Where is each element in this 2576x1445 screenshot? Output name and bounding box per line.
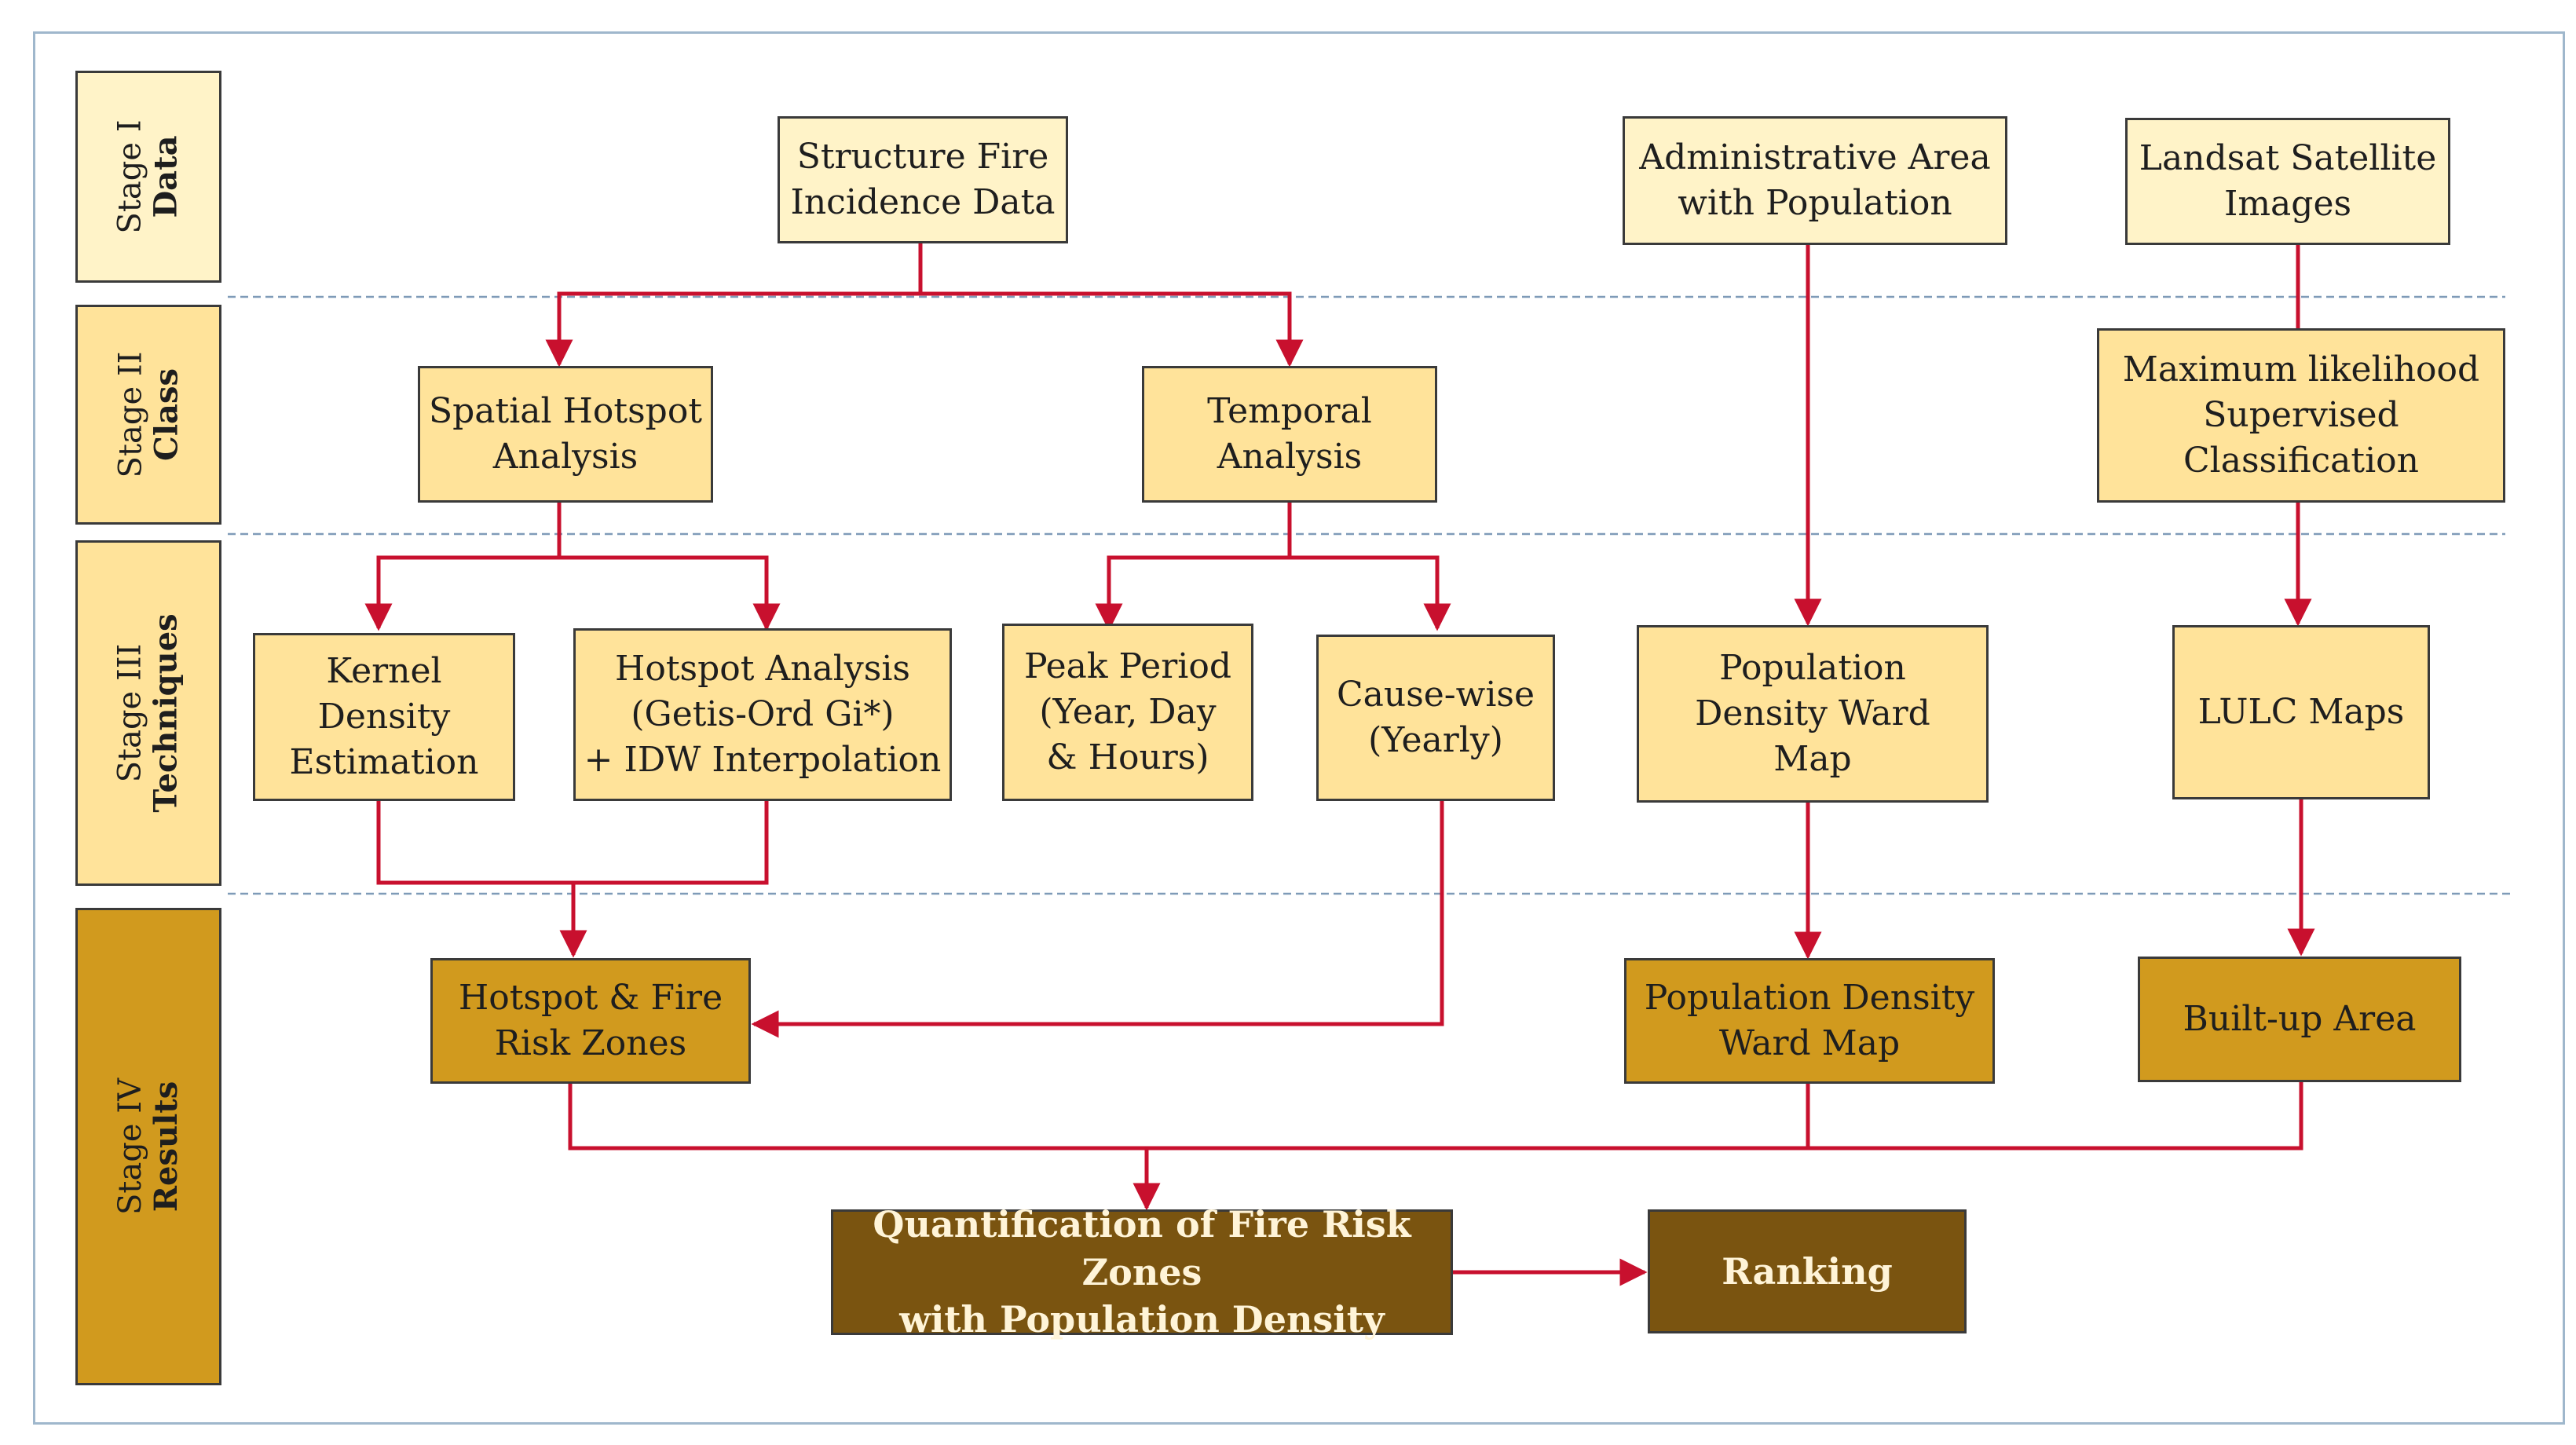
node-spatial-hotspot-analysis: Spatial Hotspot Analysis: [418, 366, 713, 503]
node-kernel-density: Kernel Density Estimation: [253, 633, 515, 801]
arrow-structure-to-temporal: [920, 291, 1304, 368]
node-structure-fire-incidence: Structure Fire Incidence Data: [778, 116, 1068, 243]
node-max-likelihood: Maximum likelihood Supervised Classifica…: [2097, 328, 2505, 503]
node-peak-period: Peak Period (Year, Day & Hours): [1002, 624, 1253, 801]
node-population-density-ward-map: Population Density Ward Map: [1637, 625, 1989, 803]
node-ranking: Ranking: [1648, 1209, 1967, 1333]
arrow-temporal-to-cause: [1290, 555, 1451, 631]
node-lulc-maps: LULC Maps: [2172, 625, 2430, 799]
arrow-structure-to-spatial: [545, 243, 923, 368]
node-temporal-analysis: Temporal Analysis: [1142, 366, 1437, 503]
node-hotspot-getis-ord: Hotspot Analysis (Getis-Ord Gi*) + IDW I…: [573, 628, 952, 801]
connector-kernel-down: [376, 801, 769, 885]
node-built-up-area: Built-up Area: [2138, 957, 2461, 1082]
arrow-spatial-to-hotspot: [559, 555, 781, 631]
connector-results-merge: [568, 1082, 2303, 1151]
node-landsat-images: Landsat Satellite Images: [2125, 118, 2450, 245]
node-hotspot-fire-risk-zones: Hotspot & Fire Risk Zones: [430, 958, 751, 1084]
node-cause-wise: Cause-wise (Yearly): [1316, 635, 1555, 801]
node-quantification: Quantification of Fire Risk Zones with P…: [831, 1203, 1453, 1341]
node-population-density-ward-result: Population Density Ward Map: [1624, 958, 1995, 1084]
arrow-cause-to-fireRisk: [751, 801, 1444, 1038]
arrow-temporal-to-peak: [1095, 503, 1292, 631]
arrow-spatial-to-kernel: [364, 503, 562, 631]
node-administrative-area: Administrative Area with Population: [1623, 116, 2007, 245]
diagram-frame: [33, 31, 2565, 1425]
